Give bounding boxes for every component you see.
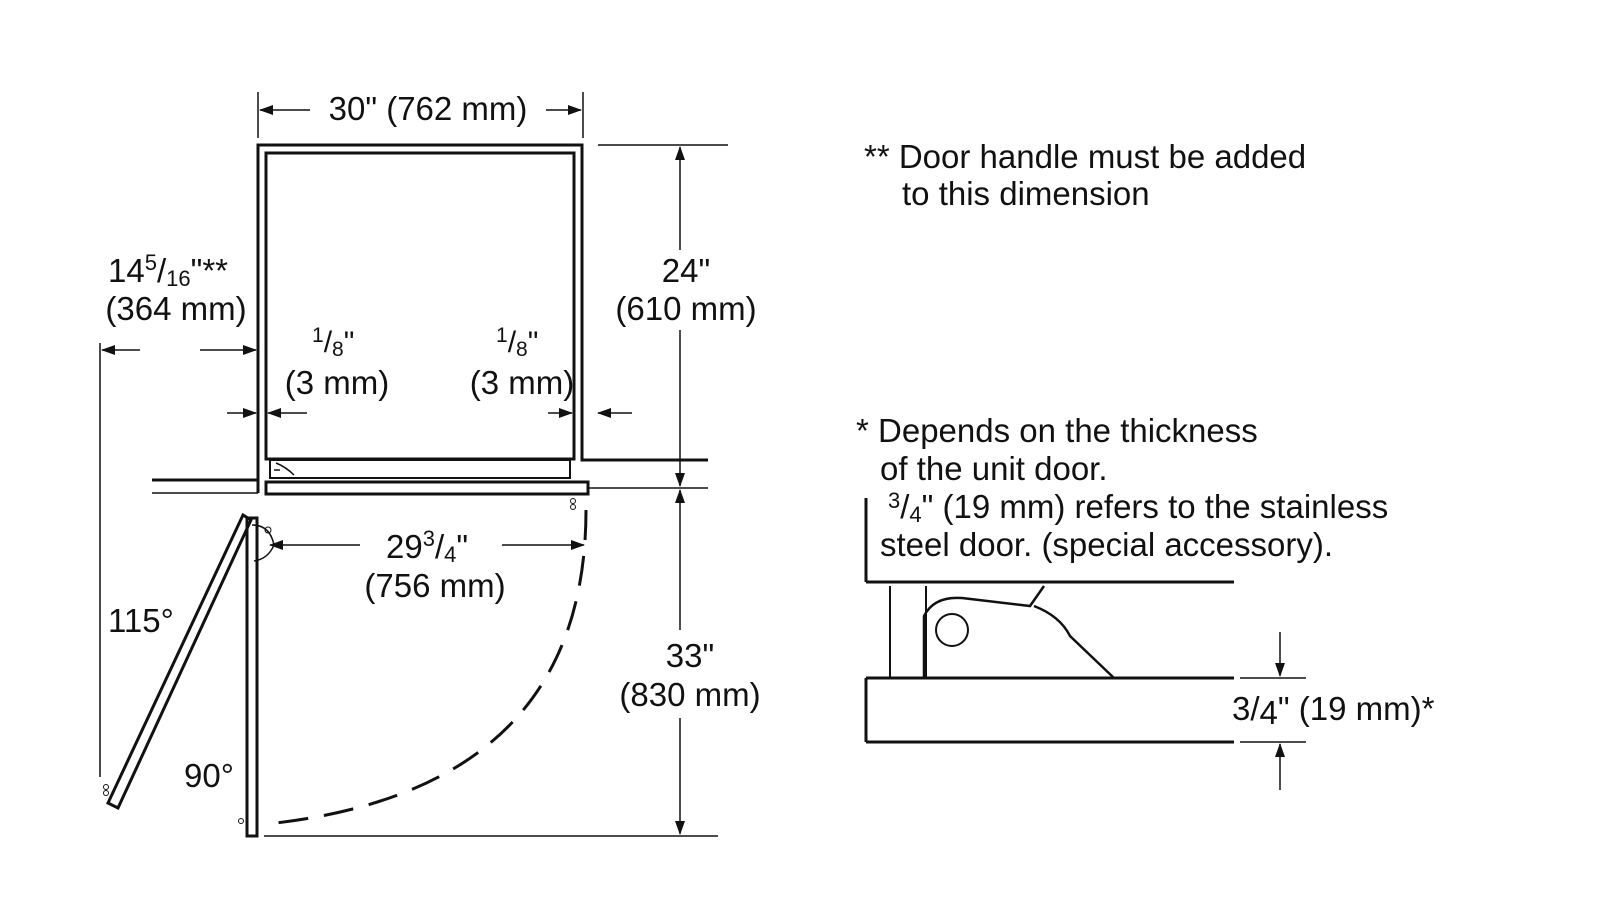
- cabinet-depth-dimension: 24" (610 mm): [598, 144, 757, 487]
- overall-width-label: 30" (762 mm): [329, 90, 528, 127]
- handle-note-line2: to this dimension: [902, 175, 1150, 212]
- cabinet-depth-mm: (610 mm): [615, 290, 756, 327]
- door-offset-inches: 145/16"**: [108, 250, 228, 291]
- handle-note-line1: ** Door handle must be added: [864, 138, 1306, 175]
- thickness-note-line1: * Depends on the thickness: [856, 412, 1258, 449]
- overall-width-dimension: 30" (762 mm): [257, 90, 584, 138]
- angle-open-label: 115°: [108, 602, 174, 639]
- door-swing-depth-dimension: 33" (830 mm): [264, 489, 761, 837]
- door-thickness-dimension: 3/4" (19 mm)*: [1232, 632, 1435, 790]
- door-thickness-label: 3/4" (19 mm)*: [1232, 690, 1435, 731]
- door-swing-depth-inches: 33": [666, 637, 714, 674]
- inner-width-mm: (756 mm): [364, 567, 505, 604]
- left-gap-mm: (3 mm): [285, 364, 389, 401]
- thickness-note-line2: of the unit door.: [880, 450, 1108, 487]
- left-gap-dimension: 1/8" (3 mm): [227, 324, 389, 418]
- right-gap-mm: (3 mm): [470, 364, 574, 401]
- door-offset-dimension: 145/16"** (364 mm): [99, 250, 257, 777]
- left-gap-inches: 1/8": [312, 324, 354, 361]
- inner-width-dimension: 293/4" (756 mm): [269, 526, 585, 604]
- hinge-detail-drawing: [864, 498, 1234, 744]
- thickness-note-line3: 3/4" (19 mm) refers to the stainless: [888, 488, 1388, 527]
- door-swing-drawing: 115° 90°: [103, 509, 588, 838]
- handle-note: ** Door handle must be added to this dim…: [864, 138, 1306, 212]
- door-offset-mm: (364 mm): [105, 290, 246, 327]
- thickness-note-line4: steel door. (special accessory).: [880, 526, 1333, 563]
- right-gap-inches: 1/8": [496, 324, 538, 361]
- cabinet-depth-inches: 24": [662, 252, 710, 289]
- right-gap-dimension: 1/8" (3 mm): [470, 324, 632, 418]
- angle-90-label: 90°: [184, 757, 234, 794]
- cabinet-outline: [152, 143, 708, 510]
- thickness-note: * Depends on the thickness of the unit d…: [856, 412, 1388, 563]
- door-swing-depth-mm: (830 mm): [619, 676, 760, 713]
- inner-width-inches: 293/4": [386, 526, 468, 567]
